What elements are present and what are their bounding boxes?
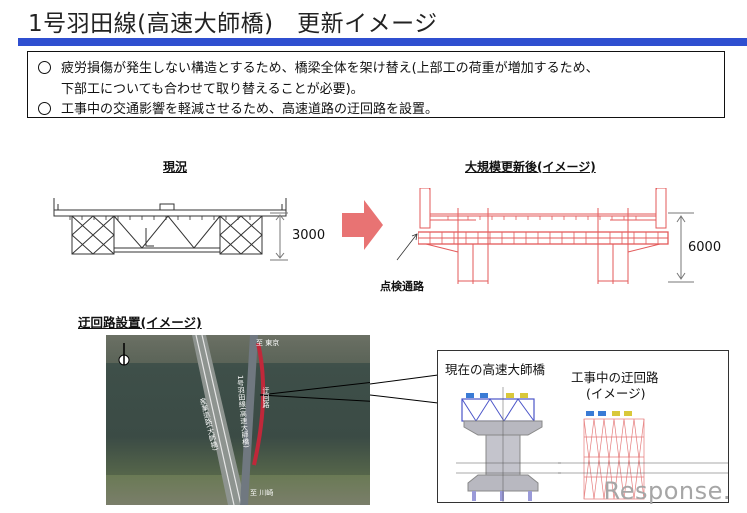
after-section-caption: 大規模更新後(イメージ)	[465, 160, 596, 174]
detour-caption: 迂回路設置(イメージ)	[78, 315, 202, 330]
detour-pier-diagram	[558, 411, 728, 500]
current-bridge-label: 現在の高速大師橋	[445, 362, 546, 377]
summary-item-2-text: 工事中の交通影響を軽減させるため、高速道路の迂回路を設置。	[61, 102, 439, 117]
after-height-label: 6000	[688, 240, 722, 255]
current-pier-diagram	[456, 387, 561, 502]
summary-item-1-text: 疲労損傷が発生しない構造とするため、橋梁全体を架け替え(上部工の荷重が増加するた…	[61, 61, 599, 76]
inspection-walkway-label: 点検通路	[380, 280, 424, 293]
right-arrow-icon	[342, 200, 383, 250]
current-height-label: 3000	[292, 228, 326, 243]
to-kawasaki-label: 至 川崎	[250, 489, 274, 497]
summary-box: 疲労損傷が発生しない構造とするため、橋梁全体を架け替え(上部工の荷重が増加するた…	[27, 51, 725, 118]
summary-item-1-cont: 下部工についても合わせて取り替えることが必要)。	[61, 82, 364, 97]
response-watermark-logo: Response.	[603, 477, 731, 505]
aerial-map-photo: 至 東京 至 川崎 1号羽田線(高速大師橋) 迂回路 産業道路(大師橋)	[106, 335, 370, 505]
summary-item-1: 疲労損傷が発生しない構造とするため、橋梁全体を架け替え(上部工の荷重が増加するた…	[38, 57, 599, 76]
comparison-inset: 現在の高速大師橋 工事中の迂回路 (イメージ)	[437, 350, 729, 503]
title-underline-bar	[18, 38, 747, 46]
height-dimension-arrow-icon	[668, 212, 694, 283]
renewed-bridge-section-diagram	[418, 188, 669, 284]
height-dimension-arrow-icon	[270, 212, 288, 261]
detour-image-sublabel: (イメージ)	[586, 386, 646, 401]
circle-bullet-icon	[38, 61, 51, 74]
callout-connector	[370, 374, 439, 404]
current-bridge-section-diagram	[53, 198, 287, 255]
to-tokyo-label: 至 東京	[256, 339, 280, 347]
pointer-arrow-icon	[396, 233, 418, 261]
page-title: 1号羽田線(高速大師橋) 更新イメージ	[28, 11, 438, 37]
bridge-overlay	[118, 335, 370, 505]
current-section-caption: 現況	[163, 160, 188, 174]
summary-item-2: 工事中の交通影響を軽減させるため、高速道路の迂回路を設置。	[38, 98, 438, 117]
north-bank	[106, 335, 370, 363]
circle-bullet-icon	[38, 102, 51, 115]
detour-bridge-label: 工事中の迂回路	[571, 370, 659, 385]
bypass-label: 迂回路	[262, 387, 270, 408]
